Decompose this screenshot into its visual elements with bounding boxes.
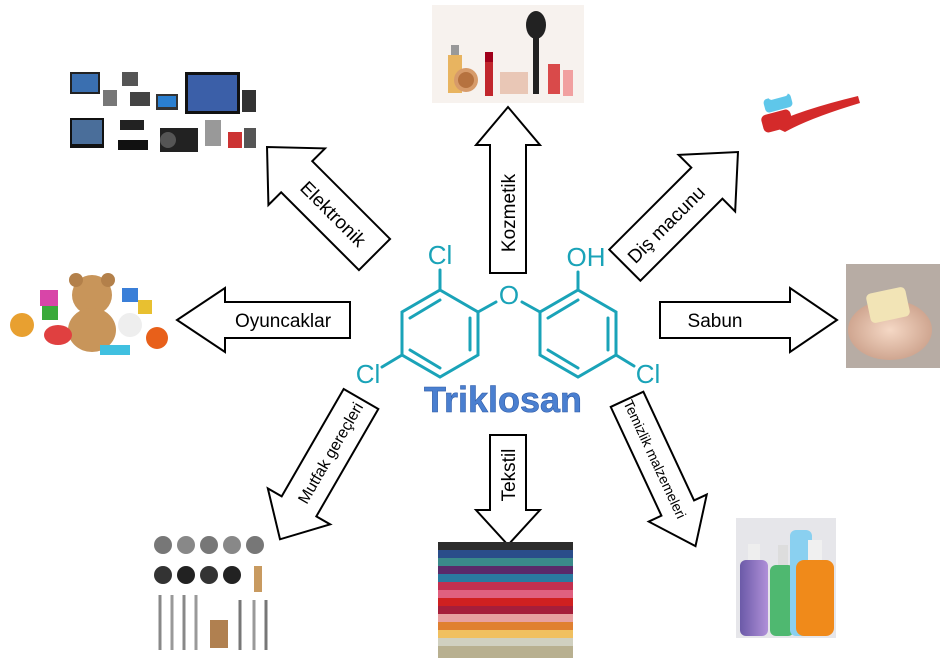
cosmetics-image	[432, 5, 584, 103]
arrow-sabun: Sabun	[659, 286, 839, 354]
arrow-oyuncaklar: Oyuncaklar	[175, 286, 351, 354]
label-oyuncaklar: Oyuncaklar	[235, 311, 332, 332]
soap-image	[846, 264, 940, 368]
atom-cl-right: Cl	[636, 359, 661, 389]
arrow-elektronik: Elektronik	[265, 145, 392, 272]
atom-cl-left: Cl	[356, 359, 381, 389]
electronics-image	[65, 68, 260, 156]
atom-hydroxyl: OH	[567, 242, 606, 272]
center-title: Triklosan	[424, 379, 582, 420]
atom-cl-top: Cl	[428, 240, 453, 270]
atom-oxygen: O	[499, 280, 519, 310]
arrow-temizlik: Temizlik malzemeleri	[609, 390, 709, 548]
label-sabun: Sabun	[688, 311, 743, 332]
cleaning-image	[736, 518, 836, 638]
arrow-dis-macunu: Diş macunu	[607, 150, 740, 283]
arrow-tekstil: Tekstil	[473, 434, 543, 547]
label-kozmetik: Kozmetik	[499, 173, 520, 252]
label-tekstil: Tekstil	[499, 449, 520, 502]
arrow-kozmetik: Kozmetik	[473, 105, 543, 274]
textile-image	[438, 542, 573, 658]
kitchen-image	[148, 528, 276, 656]
toothbrush-image	[761, 90, 860, 133]
triklosan-molecule	[380, 268, 636, 379]
toys-image	[8, 268, 170, 363]
